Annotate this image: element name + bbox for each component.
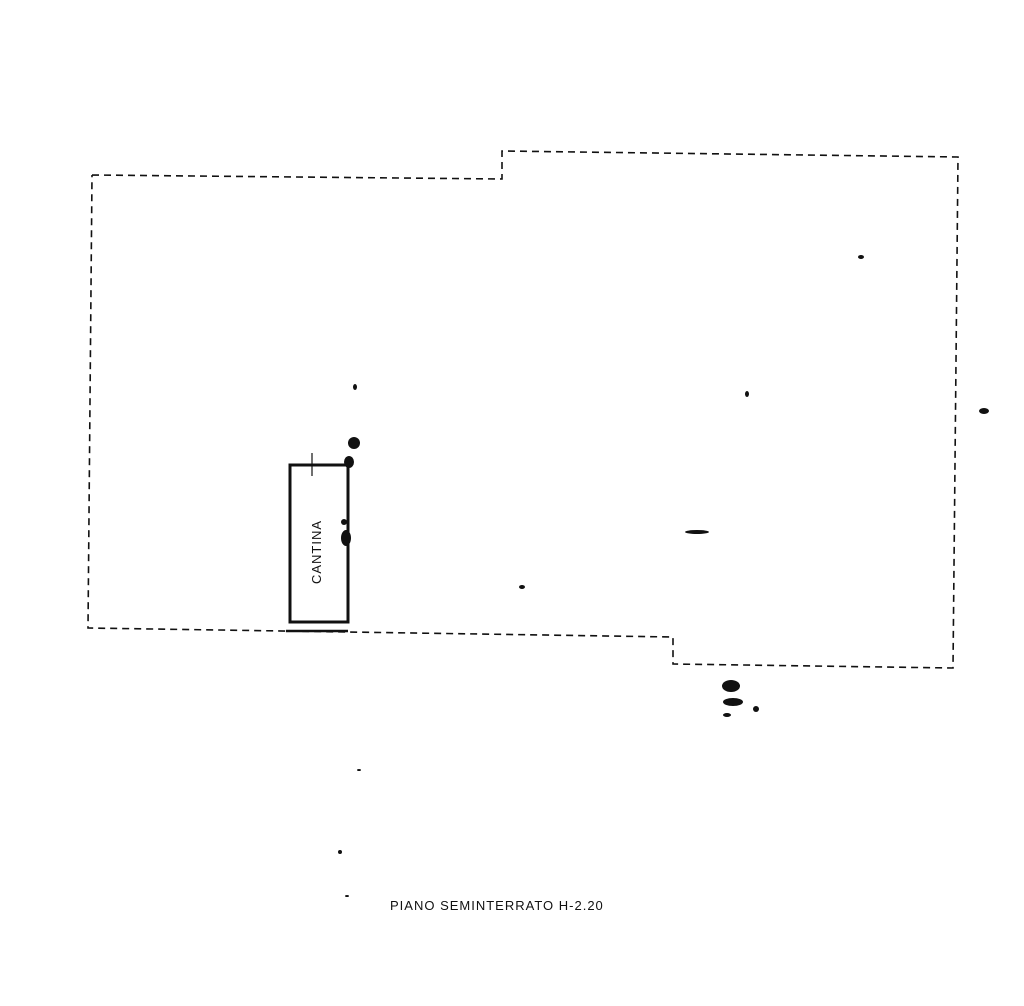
cantina-label: CANTINA — [309, 520, 324, 584]
scan-specks — [338, 255, 989, 897]
building-outline — [87, 150, 959, 669]
plan-caption: PIANO SEMINTERRATO H-2.20 — [390, 898, 604, 913]
